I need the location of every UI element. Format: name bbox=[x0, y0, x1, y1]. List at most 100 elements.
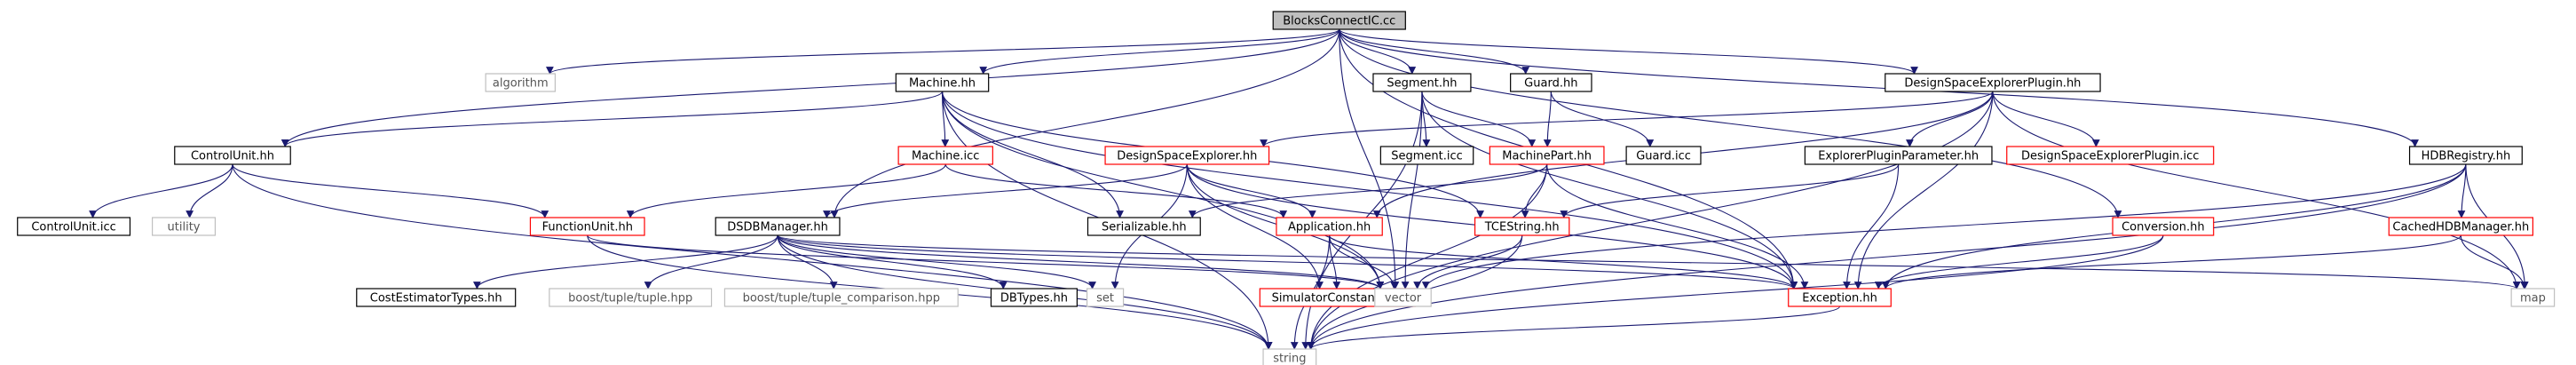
node-label: CostEstimatorTypes.hh bbox=[370, 292, 502, 305]
node-box bbox=[1625, 146, 1702, 165]
node-dsdbmanager-hh[interactable]: DSDBManager.hh bbox=[715, 217, 841, 236]
node-label: vector bbox=[1385, 292, 1422, 305]
node-conversion-hh[interactable]: Conversion.hh bbox=[2112, 217, 2215, 236]
edge-conversion-hh-to-string bbox=[1307, 234, 2164, 350]
edge-dsdbmanager-hh-to-exception-hh bbox=[777, 234, 1798, 290]
edge-cachedhdbmanager-hh-to-exception-hh bbox=[1882, 234, 2461, 290]
node-guard-hh[interactable]: Guard.hh bbox=[1510, 73, 1592, 92]
edge-hdbregistry-hh-to-vector bbox=[1421, 163, 2467, 290]
node-functionunit-hh[interactable]: FunctionUnit.hh bbox=[529, 217, 645, 236]
node-machine-icc[interactable]: Machine.icc bbox=[897, 146, 993, 165]
node-label: Segment.icc bbox=[1391, 150, 1463, 163]
node-label: boost/tuple/tuple.hpp bbox=[568, 292, 692, 305]
node-box bbox=[1276, 217, 1383, 236]
node-machine-hh[interactable]: Machine.hh bbox=[895, 73, 990, 92]
edge-dsep-hh-to-exception-hh bbox=[1853, 91, 1994, 290]
edge-epp-hh-to-tcestring-hh bbox=[1560, 163, 1900, 218]
node-root[interactable]: BlocksConnectIC.cc bbox=[1272, 11, 1406, 30]
node-exception-hh[interactable]: Exception.hh bbox=[1788, 288, 1892, 307]
edge-segment-hh-to-vector bbox=[1401, 91, 1423, 290]
node-cachedhdbmanager-hh[interactable]: CachedHDBManager.hh bbox=[2388, 217, 2533, 236]
node-controlunit-hh[interactable]: ControlUnit.hh bbox=[174, 146, 291, 165]
edge-controlunit-hh-to-string bbox=[232, 163, 1273, 350]
node-hdbregistry-hh[interactable]: HDBRegistry.hh bbox=[2408, 146, 2523, 165]
node-box bbox=[990, 288, 1078, 307]
node-dsep-icc[interactable]: DesignSpaceExplorerPlugin.icc bbox=[2006, 146, 2215, 165]
edge-root-to-segment-hh bbox=[1339, 28, 1417, 75]
node-label: ControlUnit.hh bbox=[191, 150, 274, 163]
node-tcestring-hh[interactable]: TCEString.hh bbox=[1474, 217, 1570, 236]
edge-functionunit-hh-to-vector bbox=[587, 234, 1385, 290]
node-label: MachinePart.hh bbox=[1502, 150, 1592, 163]
edge-application-hh-to-vector bbox=[1329, 234, 1398, 290]
edge-machine-hh-to-exception-hh bbox=[941, 91, 1798, 290]
node-machinepart-hh[interactable]: MachinePart.hh bbox=[1489, 146, 1605, 165]
node-string: string bbox=[1262, 348, 1317, 365]
node-box bbox=[1104, 146, 1270, 165]
node-label: set bbox=[1096, 292, 1114, 305]
node-box bbox=[1804, 146, 1993, 165]
node-dsep-hh[interactable]: DesignSpaceExplorerPlugin.hh bbox=[1885, 73, 2101, 92]
edge-machine-hh-to-controlunit-hh bbox=[281, 91, 944, 147]
node-controlunit-icc[interactable]: ControlUnit.icc bbox=[17, 217, 131, 236]
node-boost-tuple-cmp: boost/tuple/tuple_comparison.hpp bbox=[723, 288, 959, 307]
node-label: Machine.hh bbox=[909, 77, 976, 91]
node-label: SimulatorConstants.hh bbox=[1272, 292, 1404, 305]
node-box bbox=[1086, 288, 1125, 307]
node-box bbox=[549, 288, 713, 307]
edge-exception-hh-to-string bbox=[1307, 305, 1841, 350]
node-box bbox=[1885, 73, 2101, 92]
node-label: HDBRegistry.hh bbox=[2422, 150, 2511, 163]
edge-controlunit-hh-to-functionunit-hh bbox=[232, 163, 549, 218]
node-dse-hh[interactable]: DesignSpaceExplorer.hh bbox=[1104, 146, 1270, 165]
edge-root-to-algorithm bbox=[546, 28, 1340, 75]
node-box bbox=[529, 217, 645, 236]
node-label: Machine.icc bbox=[912, 150, 979, 163]
node-label: BlocksConnectIC.cc bbox=[1283, 15, 1395, 28]
edge-controlunit-hh-to-utility bbox=[186, 163, 233, 218]
node-map: map bbox=[2510, 288, 2556, 307]
edge-segment-hh-to-exception-hh bbox=[1421, 91, 1798, 290]
node-label: utility bbox=[168, 221, 201, 234]
node-box bbox=[2006, 146, 2215, 165]
node-label: ControlUnit.icc bbox=[31, 221, 116, 234]
edge-dsdbmanager-hh-to-map bbox=[777, 234, 2521, 290]
node-epp-hh[interactable]: ExplorerPluginParameter.hh bbox=[1804, 146, 1993, 165]
node-label: Segment.hh bbox=[1387, 77, 1457, 91]
node-segment-icc[interactable]: Segment.icc bbox=[1379, 146, 1474, 165]
edge-guard-hh-to-machinepart-hh bbox=[1543, 91, 1552, 147]
node-costestimatortypes-hh[interactable]: CostEstimatorTypes.hh bbox=[356, 288, 517, 307]
edge-machinepart-hh-to-string bbox=[1307, 163, 1548, 350]
node-label: TCEString.hh bbox=[1484, 221, 1560, 234]
edge-dsdbmanager-hh-to-costestimatortypes-hh bbox=[473, 234, 778, 290]
edge-dsdbmanager-hh-to-boost-tuple-cmp bbox=[777, 234, 838, 290]
node-serializable-hh[interactable]: Serializable.hh bbox=[1087, 217, 1201, 236]
node-label: FunctionUnit.hh bbox=[542, 221, 633, 234]
node-box bbox=[895, 73, 990, 92]
edge-application-hh-to-exception-hh bbox=[1329, 234, 1798, 290]
edge-root-to-controlunit-hh bbox=[281, 28, 1340, 147]
node-algorithm: algorithm bbox=[485, 73, 557, 92]
edge-machinepart-hh-to-exception-hh bbox=[1546, 163, 1809, 290]
edge-dsep-hh-to-epp-hh bbox=[1906, 91, 1994, 147]
node-label: DesignSpaceExplorerPlugin.icc bbox=[2021, 150, 2199, 163]
node-guard-icc[interactable]: Guard.icc bbox=[1625, 146, 1702, 165]
node-label: Exception.hh bbox=[1802, 292, 1877, 305]
edge-guard-hh-to-guard-icc bbox=[1550, 91, 1655, 147]
node-segment-hh[interactable]: Segment.hh bbox=[1372, 73, 1472, 92]
node-box bbox=[1489, 146, 1605, 165]
node-box bbox=[1788, 288, 1892, 307]
node-vector: vector bbox=[1374, 288, 1432, 307]
edge-machine-hh-to-vector bbox=[941, 91, 1385, 290]
node-label: Conversion.hh bbox=[2122, 221, 2205, 234]
edge-conversion-hh-to-exception-hh bbox=[1874, 234, 2164, 290]
edge-root-to-machine-hh bbox=[979, 28, 1340, 75]
edge-root-to-conversion-hh bbox=[1339, 28, 2122, 218]
node-dbtypes-hh[interactable]: DBTypes.hh bbox=[990, 288, 1078, 307]
node-box bbox=[1374, 288, 1432, 307]
edge-segment-hh-to-machinepart-hh bbox=[1421, 91, 1537, 147]
edge-dsep-hh-to-dsep-icc bbox=[1992, 91, 2100, 147]
node-label: DBTypes.hh bbox=[1000, 292, 1068, 305]
node-boost-tuple: boost/tuple/tuple.hpp bbox=[549, 288, 713, 307]
node-application-hh[interactable]: Application.hh bbox=[1276, 217, 1383, 236]
